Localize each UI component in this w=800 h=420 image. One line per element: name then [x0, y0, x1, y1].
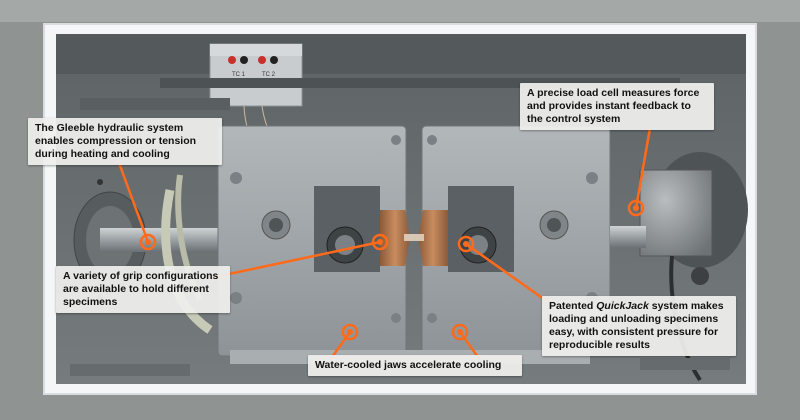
left-jaw-block — [217, 125, 407, 357]
hydraulic-cylinder — [73, 179, 220, 301]
callout-hydraulic-text: The Gleeble hydraulic system enables com… — [35, 122, 197, 160]
target-markers — [139, 199, 645, 341]
tc2-label: TC 2 — [262, 72, 276, 78]
callout-grip-configurations: A variety of grip configurations are ava… — [56, 266, 230, 313]
tc1-label: TC 1 — [232, 72, 246, 78]
callout-grip-text: A variety of grip configurations are ava… — [63, 270, 219, 308]
hydraulic-shaft — [100, 228, 220, 252]
callout-quickjack-suffix: system makes loading and unloading speci… — [549, 300, 724, 351]
load-cell — [610, 152, 748, 382]
callout-hydraulic-system: The Gleeble hydraulic system enables com… — [28, 118, 222, 165]
callout-load-cell-text: A precise load cell measures force and p… — [527, 87, 700, 125]
callout-load-cell: A precise load cell measures force and p… — [520, 83, 714, 130]
callout-jaws-text: Water-cooled jaws accelerate cooling — [315, 359, 502, 371]
copper-jaws — [380, 210, 448, 266]
callout-quickjack: Patented QuickJack system makes loading … — [542, 296, 736, 356]
callout-quickjack-prefix: Patented — [549, 300, 597, 312]
callout-water-cooled-jaws: Water-cooled jaws accelerate cooling — [308, 355, 522, 376]
callout-quickjack-brand: QuickJack — [596, 300, 649, 312]
specimen — [404, 234, 424, 241]
